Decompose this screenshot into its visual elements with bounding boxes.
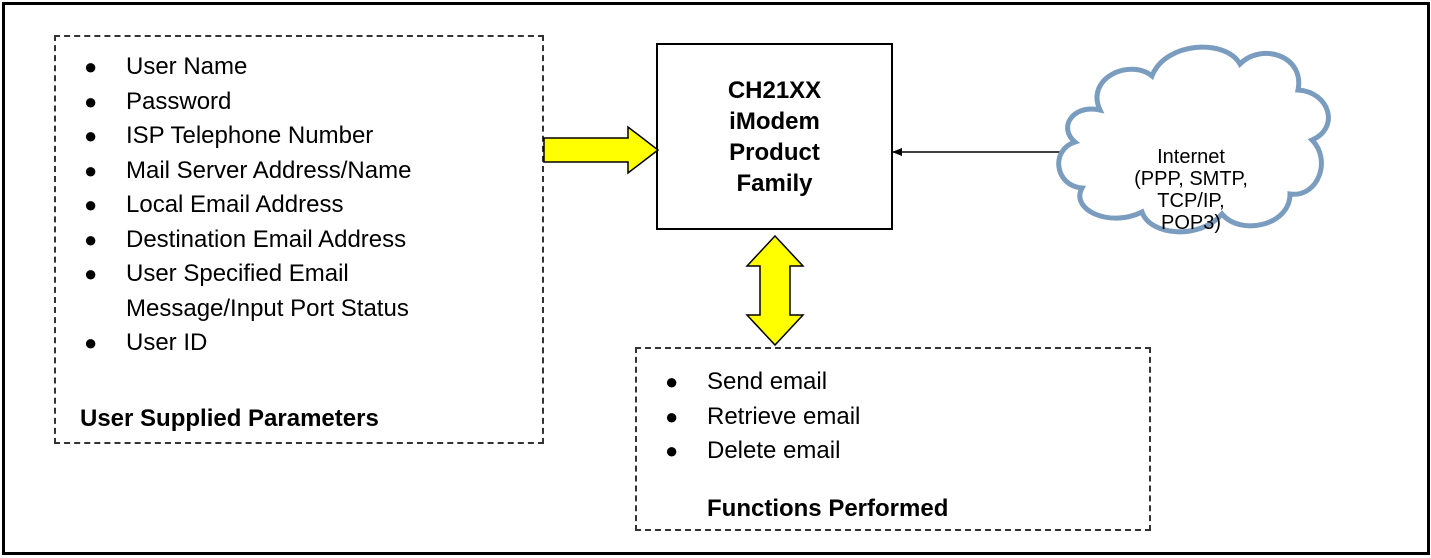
bullet-icon: ● xyxy=(665,369,679,394)
list-item-label: Message/Input Port Status xyxy=(126,294,409,322)
list-item: ● Send email xyxy=(637,365,1137,400)
product-line: Product xyxy=(729,138,820,166)
cloud-line: POP3) xyxy=(1160,212,1222,234)
list-item: ● Local Email Address xyxy=(56,188,536,223)
list-item: ● User Specified Email xyxy=(56,257,536,292)
list-item: ● User Name xyxy=(56,50,536,85)
list-item-label: Mail Server Address/Name xyxy=(126,156,412,184)
bullet-icon: ● xyxy=(665,438,679,463)
user-parameters-box: ● User Name ● Password ● ISP Telephone Numb… xyxy=(54,35,544,444)
list-item: ● User ID xyxy=(56,326,536,361)
user-parameters-title: User Supplied Parameters xyxy=(80,405,379,432)
product-line: Family xyxy=(736,169,813,197)
cloud-line: (PPP, SMTP, TCP/IP, xyxy=(1134,168,1248,212)
list-item: ● ISP Telephone Number xyxy=(56,119,536,154)
list-item-continuation: Message/Input Port Status xyxy=(56,292,536,327)
cloud-label: Internet (PPP, SMTP, TCP/IP, POP3) xyxy=(1100,146,1282,234)
bullet-icon: ● xyxy=(84,226,98,252)
list-item-label: User Specified Email xyxy=(126,260,349,287)
list-item-label: User ID xyxy=(126,329,208,356)
list-item-label: Password xyxy=(126,87,232,115)
bullet-icon: ● xyxy=(84,123,98,148)
list-item: ● Destination Email Address xyxy=(56,223,536,258)
list-item-label: Local Email Address xyxy=(126,191,344,218)
bullet-icon: ● xyxy=(84,157,98,183)
list-item-label: Send email xyxy=(707,368,828,395)
input-arrow xyxy=(543,125,660,175)
functions-title: Functions Performed xyxy=(707,495,949,522)
product-line: CH21XX xyxy=(727,76,822,104)
list-item: ● Delete email xyxy=(637,434,1137,469)
list-item: ● Retrieve email xyxy=(637,400,1137,435)
list-item-label: User Name xyxy=(126,53,248,80)
list-item: ● Mail Server Address/Name xyxy=(56,154,536,189)
list-item-label: Destination Email Address xyxy=(126,225,407,253)
functions-list: ● Send email ● Retrieve email ● Delete emai… xyxy=(637,365,1137,469)
product-label: CH21XX iModem Product Family xyxy=(658,45,891,228)
bullet-icon: ● xyxy=(84,88,98,114)
bidirectional-arrow xyxy=(745,234,805,347)
bullet-icon: ● xyxy=(665,403,679,429)
list-item-label: Delete email xyxy=(707,437,841,464)
list-item-label: ISP Telephone Number xyxy=(126,122,374,149)
list-item-label: Retrieve email xyxy=(707,402,861,430)
product-box: CH21XX iModem Product Family xyxy=(656,43,893,230)
user-parameters-list: ● User Name ● Password ● ISP Telephone Numb… xyxy=(56,50,536,361)
list-item: ● Password xyxy=(56,85,536,120)
bullet-icon: ● xyxy=(84,192,98,217)
functions-box: ● Send email ● Retrieve email ● Delete emai… xyxy=(635,347,1151,531)
bullet-icon: ● xyxy=(84,330,98,355)
bullet-icon: ● xyxy=(84,261,98,286)
cloud-line: Internet xyxy=(1157,146,1225,168)
product-line: iModem xyxy=(729,107,820,135)
cloud-icon xyxy=(1056,44,1331,235)
bullet-icon: ● xyxy=(84,54,98,79)
